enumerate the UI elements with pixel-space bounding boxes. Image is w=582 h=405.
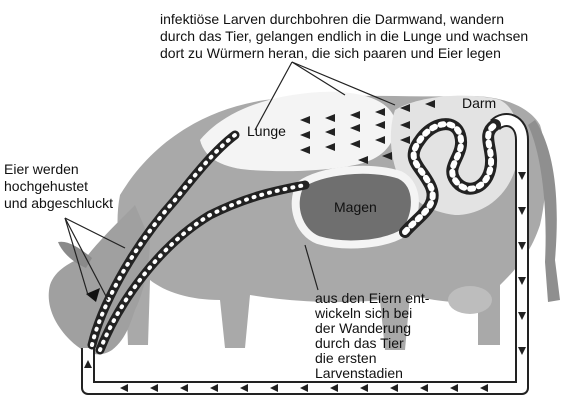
lung-label: Lunge <box>247 123 286 139</box>
eggs-annotation-line-3: und abgeschluckt <box>4 195 113 211</box>
eggs-annotation-line-1: Eier werden <box>4 161 79 177</box>
larvae-annotation: infektiöse Larven durchbohren die Darmwa… <box>160 11 532 61</box>
stages-annotation-line-4: durch das Tier <box>315 335 404 351</box>
stages-annotation: aus den Eiern ent- wickeln sich bei der … <box>314 290 433 381</box>
stages-annotation-line-6: Larvenstadien <box>315 365 403 381</box>
larvae-annotation-line-2: durch das Tier, gelangen endlich in die … <box>160 28 528 44</box>
stages-annotation-line-5: die ersten <box>315 350 376 366</box>
eggs-annotation-line-2: hochgehustet <box>4 178 88 194</box>
stages-annotation-line-2: wickeln sich bei <box>314 305 412 321</box>
stages-annotation-line-1: aus den Eiern ent- <box>315 290 430 306</box>
larvae-annotation-line-1: infektiöse Larven durchbohren die Darmwa… <box>160 11 504 27</box>
stages-annotation-line-3: der Wanderung <box>315 320 411 336</box>
cow-udder <box>448 286 492 314</box>
eggs-annotation: Eier werden hochgehustet und abgeschluck… <box>4 161 113 211</box>
leader-line-larvae-2 <box>292 62 345 95</box>
larvae-annotation-line-3: dort zu Würmern heran, die sich paaren u… <box>160 45 501 61</box>
intestine-label: Darm <box>462 95 496 111</box>
stomach-label: Magen <box>334 199 377 215</box>
